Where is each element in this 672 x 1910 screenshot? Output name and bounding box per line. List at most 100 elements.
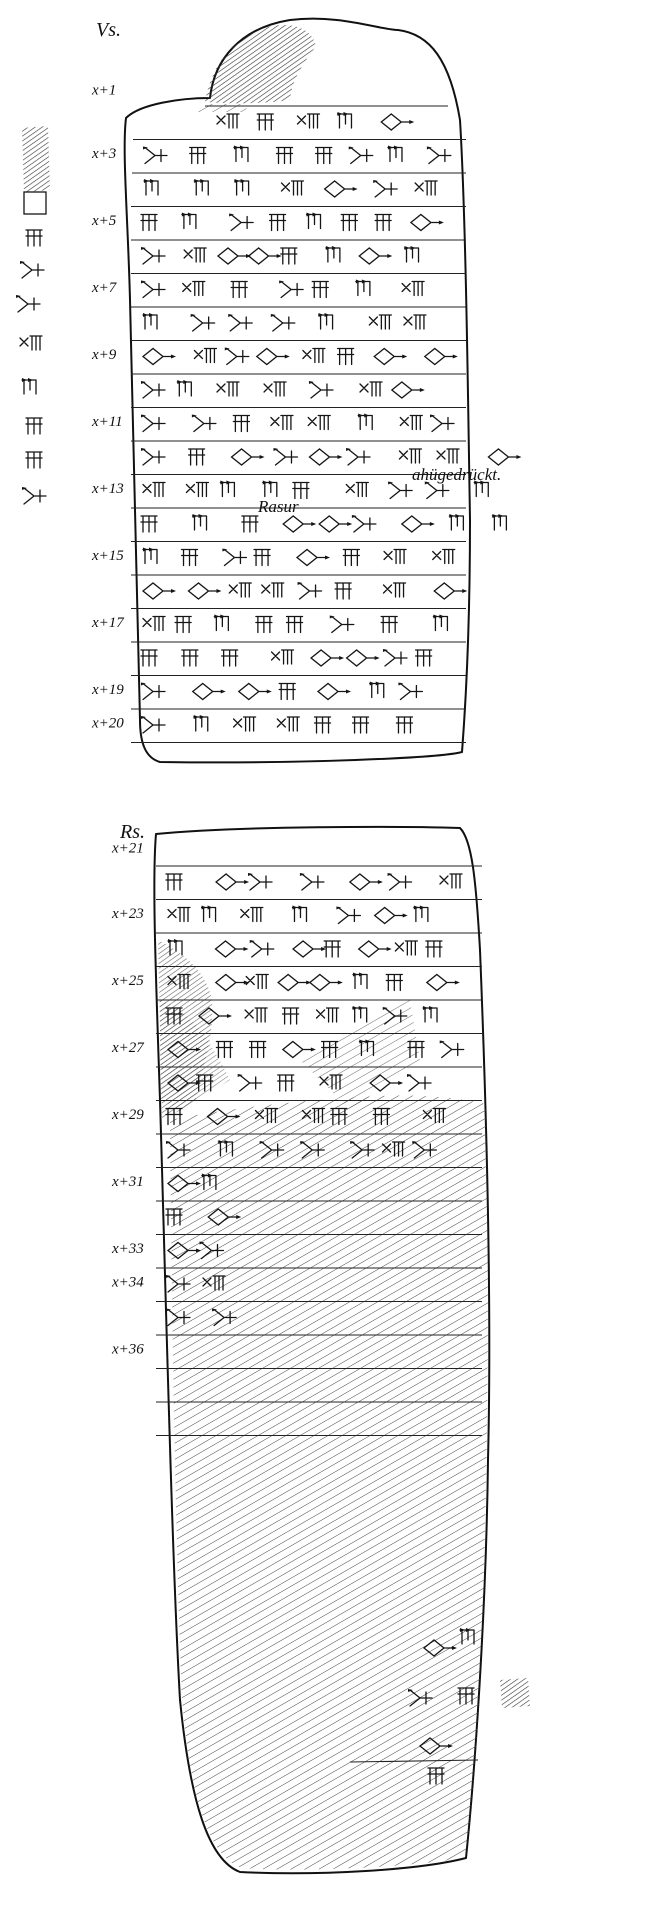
cuneiform-sign — [317, 312, 334, 330]
cuneiform-sign — [285, 615, 304, 634]
cuneiform-sign — [439, 873, 463, 889]
cuneiform-sign — [369, 680, 385, 699]
cuneiform-sign — [237, 1073, 263, 1092]
cuneiform-sign — [165, 873, 183, 891]
cuneiform-sign — [140, 649, 158, 667]
cuneiform-sign — [165, 1208, 183, 1226]
cuneiform-sign — [277, 973, 312, 992]
cuneiform-sign — [215, 1040, 234, 1059]
cuneiform-sign — [487, 448, 523, 466]
obverse-ruling — [131, 105, 466, 744]
obverse-line-labels: x+1x+3x+5x+7x+9x+11x+13x+15x+17x+19x+20 — [91, 82, 125, 731]
cuneiform-sign — [278, 279, 304, 299]
line-number-label: x+3 — [91, 146, 116, 162]
cuneiform-sign — [372, 1107, 391, 1126]
line-number-label: x+21 — [111, 841, 144, 857]
cuneiform-sign — [233, 178, 250, 196]
cuneiform-sign — [424, 347, 459, 366]
cuneiform-sign — [275, 146, 294, 165]
cuneiform-sign — [373, 347, 408, 366]
cuneiform-sign — [183, 247, 207, 263]
cuneiform-sign — [244, 1007, 268, 1023]
cuneiform-sign — [187, 582, 223, 600]
cuneiform-sign — [230, 280, 248, 299]
cuneiform-sign — [193, 178, 209, 196]
cuneiform-sign — [263, 381, 287, 397]
cuneiform-sign — [313, 716, 332, 734]
cuneiform-sign — [233, 144, 249, 163]
cuneiform-sign — [345, 481, 369, 498]
cuneiform-sign — [336, 347, 355, 366]
cuneiform-sign — [292, 940, 327, 958]
reverse-bottom-signs — [349, 1627, 530, 1785]
cuneiform-sign — [190, 313, 216, 332]
line-number-label: x+17 — [91, 615, 125, 631]
cuneiform-sign — [394, 940, 418, 956]
cuneiform-sign — [317, 682, 352, 701]
cuneiform-sign — [448, 513, 465, 531]
cuneiform-sign — [193, 347, 218, 364]
cuneiform-sign — [323, 940, 341, 958]
reverse-ruling — [156, 865, 482, 1437]
cuneiform-sign — [348, 145, 374, 165]
cuneiform-sign — [380, 113, 415, 131]
cuneiform-sign — [382, 648, 408, 667]
cuneiform-sign — [192, 682, 227, 701]
cuneiform-sign — [413, 904, 429, 923]
cuneiform-sign — [299, 872, 325, 891]
cuneiform-sign — [433, 582, 468, 600]
cuneiform-sign — [270, 649, 295, 665]
cuneiform-sign — [142, 145, 168, 165]
cuneiform-sign — [352, 971, 368, 990]
cuneiform-sign — [355, 278, 371, 297]
cuneiform-sign — [406, 1073, 432, 1092]
cuneiform-sign — [296, 548, 331, 567]
line-number-label: x+33 — [111, 1241, 144, 1257]
cuneiform-sign — [374, 906, 409, 925]
cuneiform-sign — [439, 1039, 465, 1059]
cuneiform-sign — [230, 448, 266, 466]
line-number-label: x+31 — [111, 1174, 144, 1190]
line-number-label: x+7 — [91, 280, 118, 296]
reverse-line-labels: x+21x+23x+25x+27x+29x+31x+33x+34x+36 — [111, 841, 145, 1358]
cuneiform-sign — [426, 973, 461, 992]
cuneiform-sign — [282, 515, 317, 533]
cuneiform-sign — [248, 1040, 267, 1059]
cuneiform-sign — [335, 905, 362, 925]
cuneiform-sign — [320, 1040, 339, 1059]
cuneiform-sign — [277, 1074, 295, 1092]
cuneiform-sign — [182, 280, 206, 297]
cuneiform-sign — [334, 582, 352, 600]
cuneiform-sign — [311, 280, 329, 299]
cuneiform-sign — [383, 548, 407, 565]
cuneiform-sign — [387, 480, 413, 500]
cuneiform-sign — [216, 381, 240, 397]
cuneiform-sign — [180, 548, 199, 567]
erasure-note: Rasur — [257, 497, 299, 516]
cuneiform-sign — [142, 312, 158, 330]
cuneiform-sign — [262, 479, 278, 498]
cuneiform-sign — [368, 314, 393, 330]
cuneiform-sign — [140, 681, 166, 701]
cuneiform-sign — [165, 1007, 183, 1025]
cuneiform-sign — [399, 414, 423, 431]
cuneiform-sign — [308, 380, 334, 399]
cuneiform-sign — [140, 279, 166, 299]
cuneiform-sign — [372, 179, 398, 198]
cuneiform-sign — [221, 547, 248, 567]
cuneiform-sign — [232, 414, 251, 433]
cuneiform-sign — [142, 546, 158, 565]
cuneiform-sign — [196, 1074, 214, 1092]
cuneiform-sign — [318, 515, 353, 533]
cuneiform-sign — [380, 615, 398, 634]
cuneiform-sign — [374, 213, 392, 232]
cuneiform-sign — [268, 213, 287, 232]
cuneiform-sign — [422, 1005, 438, 1023]
cuneiform-sign — [193, 714, 209, 732]
cuneiform-sign — [142, 582, 177, 600]
cuneiform-sign — [249, 939, 275, 958]
cuneiform-sign — [272, 447, 299, 466]
cuneiform-sign — [270, 313, 296, 332]
cuneiform-sign — [255, 615, 273, 634]
obverse-tablet-outline — [123, 17, 471, 764]
